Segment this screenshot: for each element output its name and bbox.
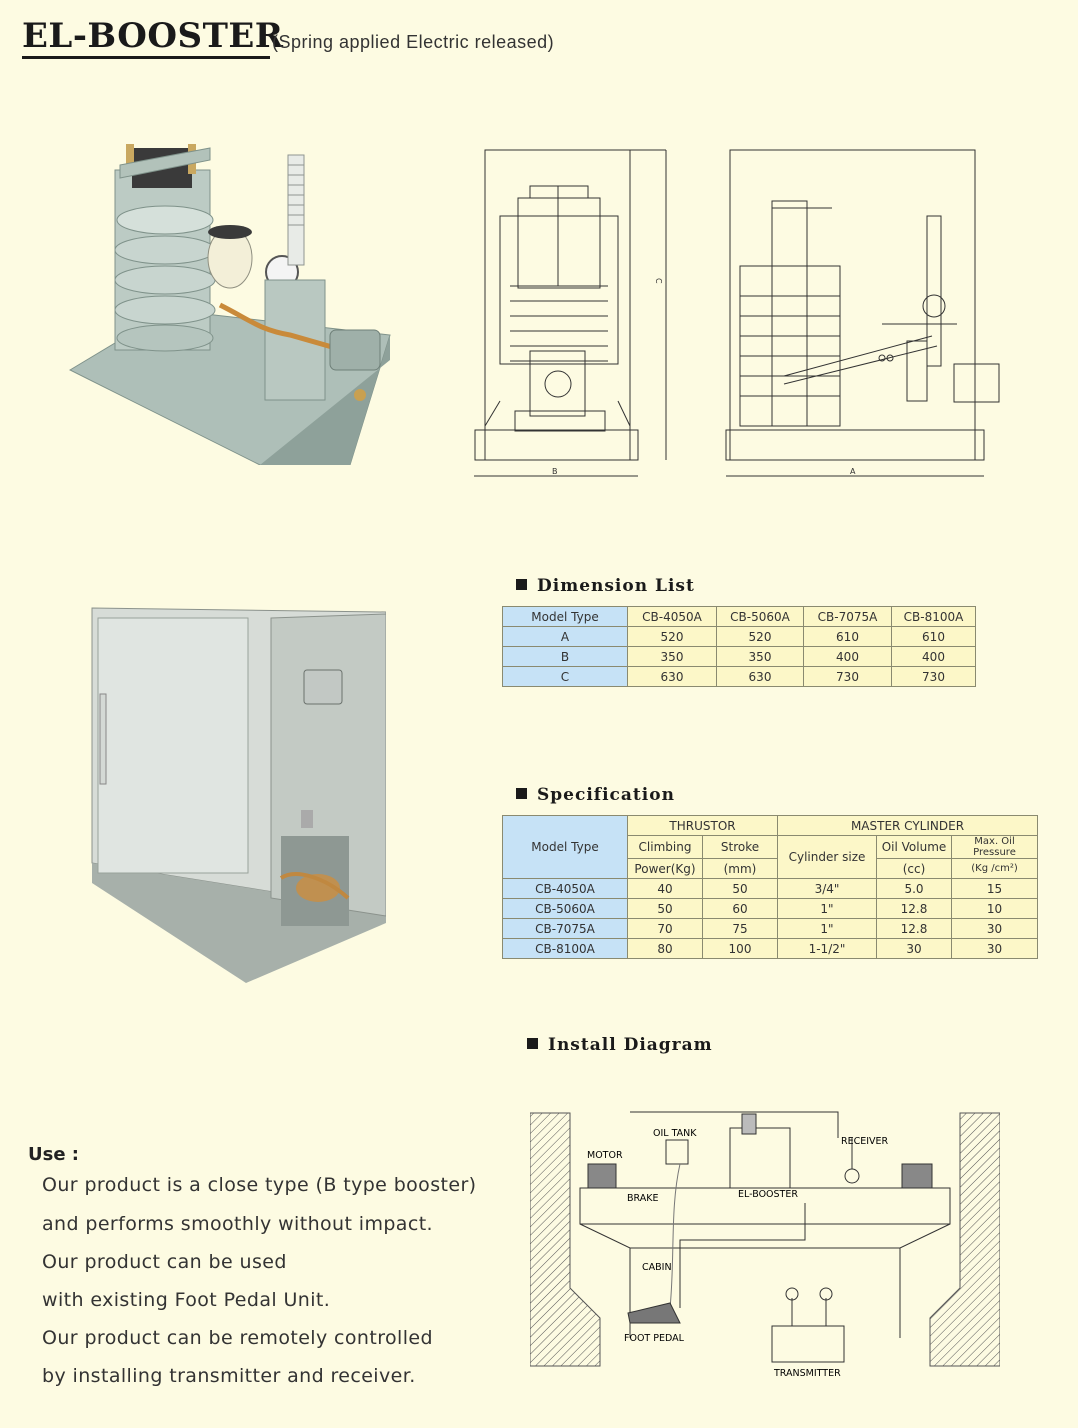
label-receiver: RECEIVER — [841, 1136, 889, 1147]
label-foot-pedal: FOOT PEDAL — [624, 1333, 685, 1344]
dim-label-b: B — [552, 467, 558, 476]
table-row: CB-7075A 70 75 1" 12.8 30 — [502, 918, 1038, 939]
dim-label-a: A — [850, 467, 856, 476]
table-row: Model Type THRUSTOR MASTER CYLINDER — [502, 815, 1038, 879]
table-row: B 350 350 400 400 — [502, 646, 976, 667]
title-underline — [22, 56, 270, 59]
page-title: EL-BOOSTER — [22, 16, 284, 56]
use-line: Our product is a close type (B type boos… — [42, 1174, 477, 1196]
dimension-table: Model Type CB-4050A CB-5060A CB-7075A CB… — [502, 606, 976, 687]
use-line: Our product can be remotely controlled — [42, 1327, 433, 1349]
install-diagram: OIL TANK MOTOR RECEIVER BRAKE EL-BOOSTER… — [530, 1111, 1000, 1379]
specification-title: Specification — [516, 785, 675, 805]
use-line: by installing transmitter and receiver. — [42, 1365, 416, 1387]
dim-label-c: C — [654, 278, 663, 284]
table-row: CB-5060A 50 60 1" 12.8 10 — [502, 898, 1038, 919]
use-line: and performs smoothly without impact. — [42, 1213, 433, 1235]
specification-table: Model Type THRUSTOR MASTER CYLINDER Clim… — [502, 815, 1038, 959]
table-row: Power(Kg) (mm) (cc) (Kg /cm²) — [503, 858, 1038, 879]
table-row: CB-8100A 80 100 1-1/2" 30 30 — [502, 938, 1038, 959]
table-row: C 630 630 730 730 — [502, 666, 976, 687]
table-row: Model Type CB-4050A CB-5060A CB-7075A CB… — [502, 606, 976, 627]
table-row: CB-4050A 40 50 3/4" 5.0 15 — [502, 878, 1038, 899]
front-view-drawing: C B — [474, 149, 667, 477]
table-row: A 520 520 610 610 — [502, 626, 976, 647]
label-transmitter: TRANSMITTER — [773, 1368, 841, 1379]
enclosure-photo — [91, 607, 386, 983]
use-title: Use : — [28, 1144, 80, 1165]
page-subtitle: (Spring applied Electric released) — [272, 32, 555, 52]
use-line: Our product can be used — [42, 1251, 287, 1273]
label-brake: BRAKE — [627, 1193, 658, 1204]
booster-photo — [68, 144, 391, 465]
dimension-list-title: Dimension List — [516, 576, 695, 596]
install-diagram-title: Install Diagram — [527, 1035, 713, 1055]
label-oil-tank: OIL TANK — [653, 1128, 697, 1139]
side-view-drawing: A — [725, 149, 1000, 477]
label-el-booster: EL-BOOSTER — [738, 1189, 798, 1200]
label-motor: MOTOR — [587, 1150, 623, 1161]
label-cabin: CABIN — [642, 1262, 672, 1273]
use-line: with existing Foot Pedal Unit. — [42, 1289, 331, 1311]
